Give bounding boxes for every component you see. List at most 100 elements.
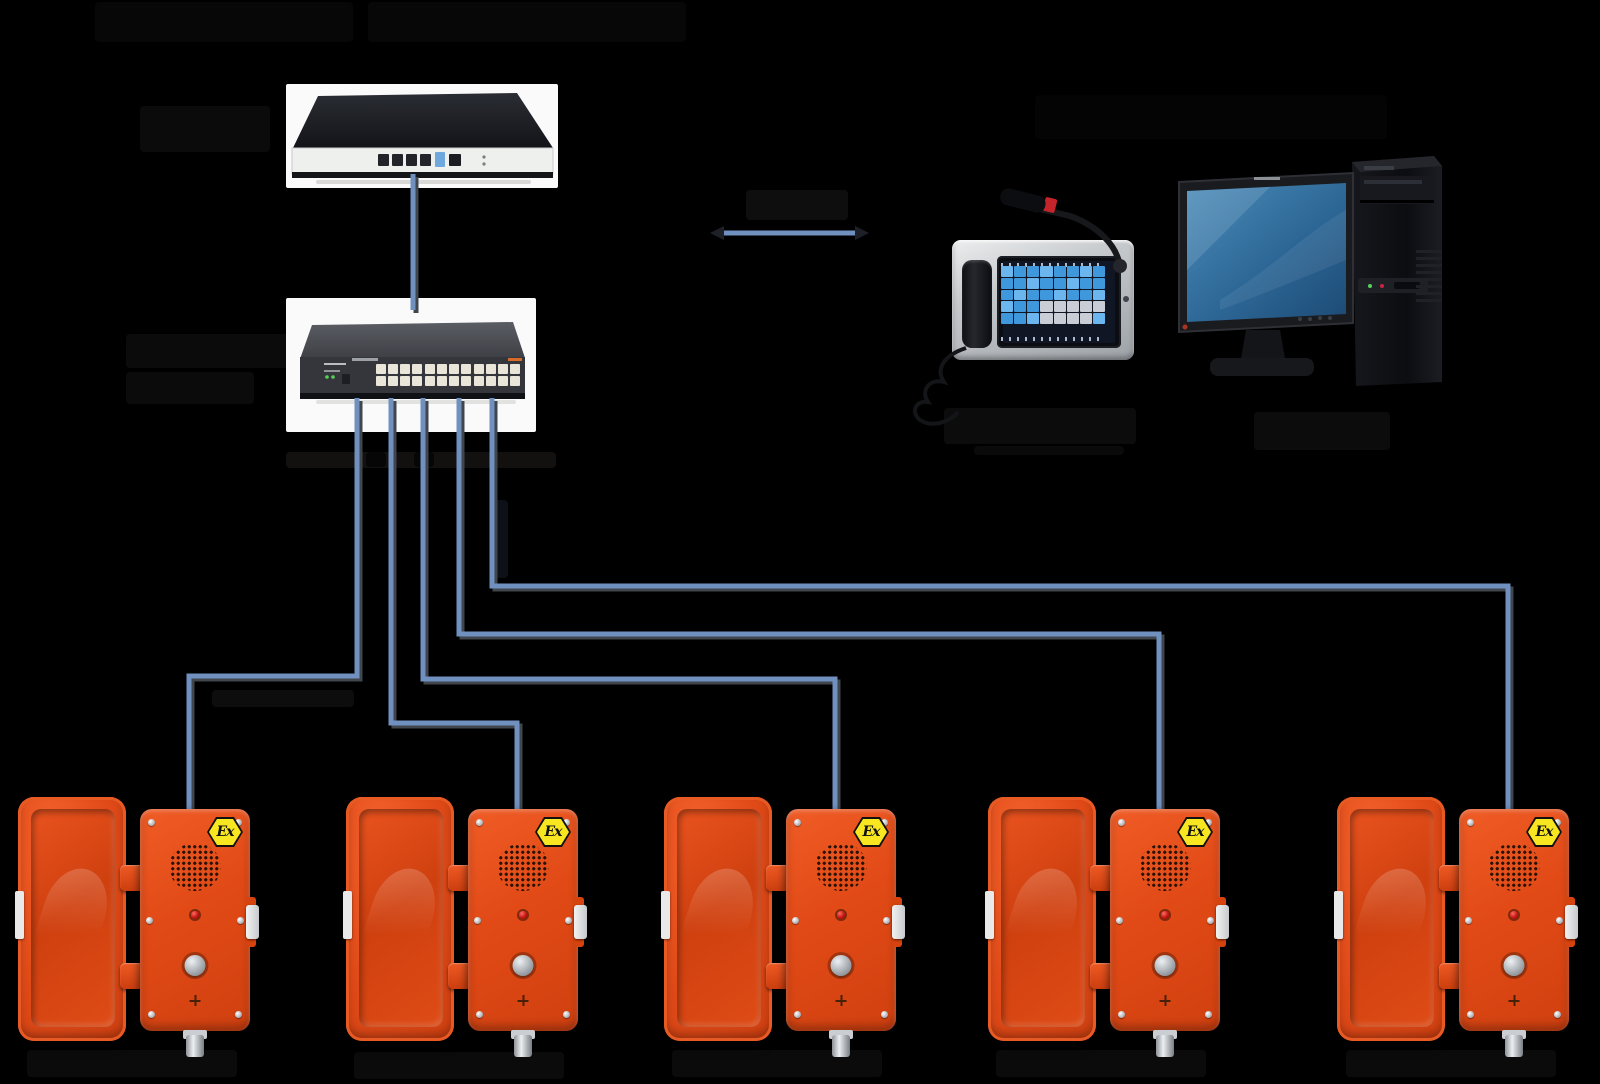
console-screen-tile: [1053, 313, 1066, 324]
side-latch: [1565, 905, 1578, 939]
obscured-label-pbx: [140, 106, 270, 152]
screw-icon: [474, 917, 481, 924]
console-screen-tile: [1001, 289, 1014, 301]
console-screen-tile: [1027, 289, 1040, 301]
obscured-label-switch-line2: [126, 372, 254, 404]
screw-icon: [476, 1011, 483, 1018]
phone-open-cover: [985, 797, 1096, 1041]
console-screen-tile: [1079, 313, 1092, 324]
switch-uplink-label: [508, 358, 522, 361]
screw-icon: [148, 819, 155, 826]
console-screen-tile: [1040, 266, 1053, 277]
ex-rating-badge: Ex: [853, 817, 889, 847]
speaker-grille-icon: [815, 843, 867, 891]
console-screen-tile: [1001, 313, 1014, 324]
dispatch-console-photo: [912, 188, 1134, 426]
speaker-grille-icon: [169, 843, 221, 891]
cable-line-1: [186, 398, 360, 816]
screw-icon: [792, 917, 799, 924]
console-screen-tile: [1079, 289, 1092, 301]
handset-cord: [912, 346, 967, 426]
console-screen-tile: [1027, 266, 1040, 277]
monitor-screen: [1187, 183, 1346, 322]
console-side-button: [1123, 296, 1129, 302]
cross-mark-icon: [189, 995, 201, 1006]
screw-icon: [237, 917, 244, 924]
phone-body: Ex: [1110, 809, 1229, 1057]
phone-cover-side-label: [1334, 891, 1343, 939]
speaker-grille-icon: [1139, 843, 1191, 891]
console-screen-tile: [1014, 266, 1027, 277]
phone-open-cover: [15, 797, 126, 1041]
ex-rating-badge: Ex: [1177, 817, 1213, 847]
cable-gland: [832, 1035, 850, 1057]
console-screen-tile: [1066, 266, 1079, 277]
screw-icon: [1205, 1011, 1212, 1018]
ex-badge-label: Ex: [855, 819, 887, 845]
screw-icon: [881, 1011, 888, 1018]
console-screen-tile: [1092, 277, 1105, 289]
ex-rating-badge: Ex: [1526, 817, 1562, 847]
console-screen-tile: [1040, 289, 1053, 301]
cable-gland-nut: [511, 1030, 535, 1039]
console-screen-tile: [1066, 277, 1079, 289]
pbx-base: [292, 172, 553, 178]
screen-swoosh: [1220, 210, 1346, 310]
microphone-head-icon: [1000, 188, 1046, 213]
ex-badge-label: Ex: [537, 819, 569, 845]
side-latch: [574, 905, 587, 939]
mic-mount: [1113, 259, 1127, 273]
screw-icon: [1467, 819, 1474, 826]
status-led: [191, 911, 199, 919]
screw-icon: [1465, 917, 1472, 924]
phone-cover-recess: [359, 809, 443, 1027]
console-handset: [962, 260, 992, 348]
console-screen-tile: [1092, 301, 1105, 313]
obscured-heading-right: [1035, 95, 1387, 139]
console-screen-tile: [1053, 289, 1066, 301]
cable-gland: [1156, 1035, 1174, 1057]
console-screen-bottombar: [1001, 337, 1105, 341]
side-latch: [246, 905, 259, 939]
console-screen-tile: [1092, 266, 1105, 277]
arrowhead-left-icon: [710, 226, 724, 240]
phone-body: Ex: [786, 809, 905, 1057]
screw-icon: [1554, 1011, 1561, 1018]
console-screen-tile: [1079, 301, 1092, 313]
phone-body: Ex: [1459, 809, 1578, 1057]
console-screen-tile: [1079, 266, 1092, 277]
switch-status-leds: [324, 358, 378, 384]
screw-icon: [1205, 819, 1212, 826]
console-screen-tile: [1014, 289, 1027, 301]
phone-cover-side-label: [661, 891, 670, 939]
call-button: [1154, 955, 1176, 976]
monitor-base: [1210, 358, 1314, 376]
console-touchscreen: [997, 256, 1121, 348]
phone-cover-side-label: [343, 891, 352, 939]
console-screen-tile: [1079, 277, 1092, 289]
screw-icon: [146, 917, 153, 924]
screw-icon: [476, 819, 483, 826]
speaker-grille-icon: [497, 843, 549, 891]
obscured-band-blob-1: [366, 452, 386, 467]
ex-rating-badge: Ex: [535, 817, 571, 847]
bidirectional-link-arrow: [710, 226, 869, 240]
console-screen-tile: [1027, 301, 1040, 313]
obscured-label-branch1: [212, 690, 354, 707]
phone-open-cover: [661, 797, 772, 1041]
cable-line-5: [489, 398, 1511, 812]
obscured-label-switch-line1: [126, 334, 302, 368]
pbx-top-panel: [292, 93, 553, 150]
ex-badge-label: Ex: [1528, 819, 1560, 845]
cable-line-3: [420, 398, 838, 812]
explosion-proof-phone-1: Ex: [15, 795, 259, 1057]
console-screen-tile: [1001, 301, 1014, 313]
phone-cover-recess: [1001, 809, 1085, 1027]
cable-shadows: [189, 177, 1514, 819]
ex-rating-badge: Ex: [207, 817, 243, 847]
phone-cover-recess: [677, 809, 761, 1027]
obscured-title-left: [95, 2, 353, 42]
console-screen-topbar: [1001, 263, 1105, 267]
front-ports: [1358, 278, 1428, 293]
